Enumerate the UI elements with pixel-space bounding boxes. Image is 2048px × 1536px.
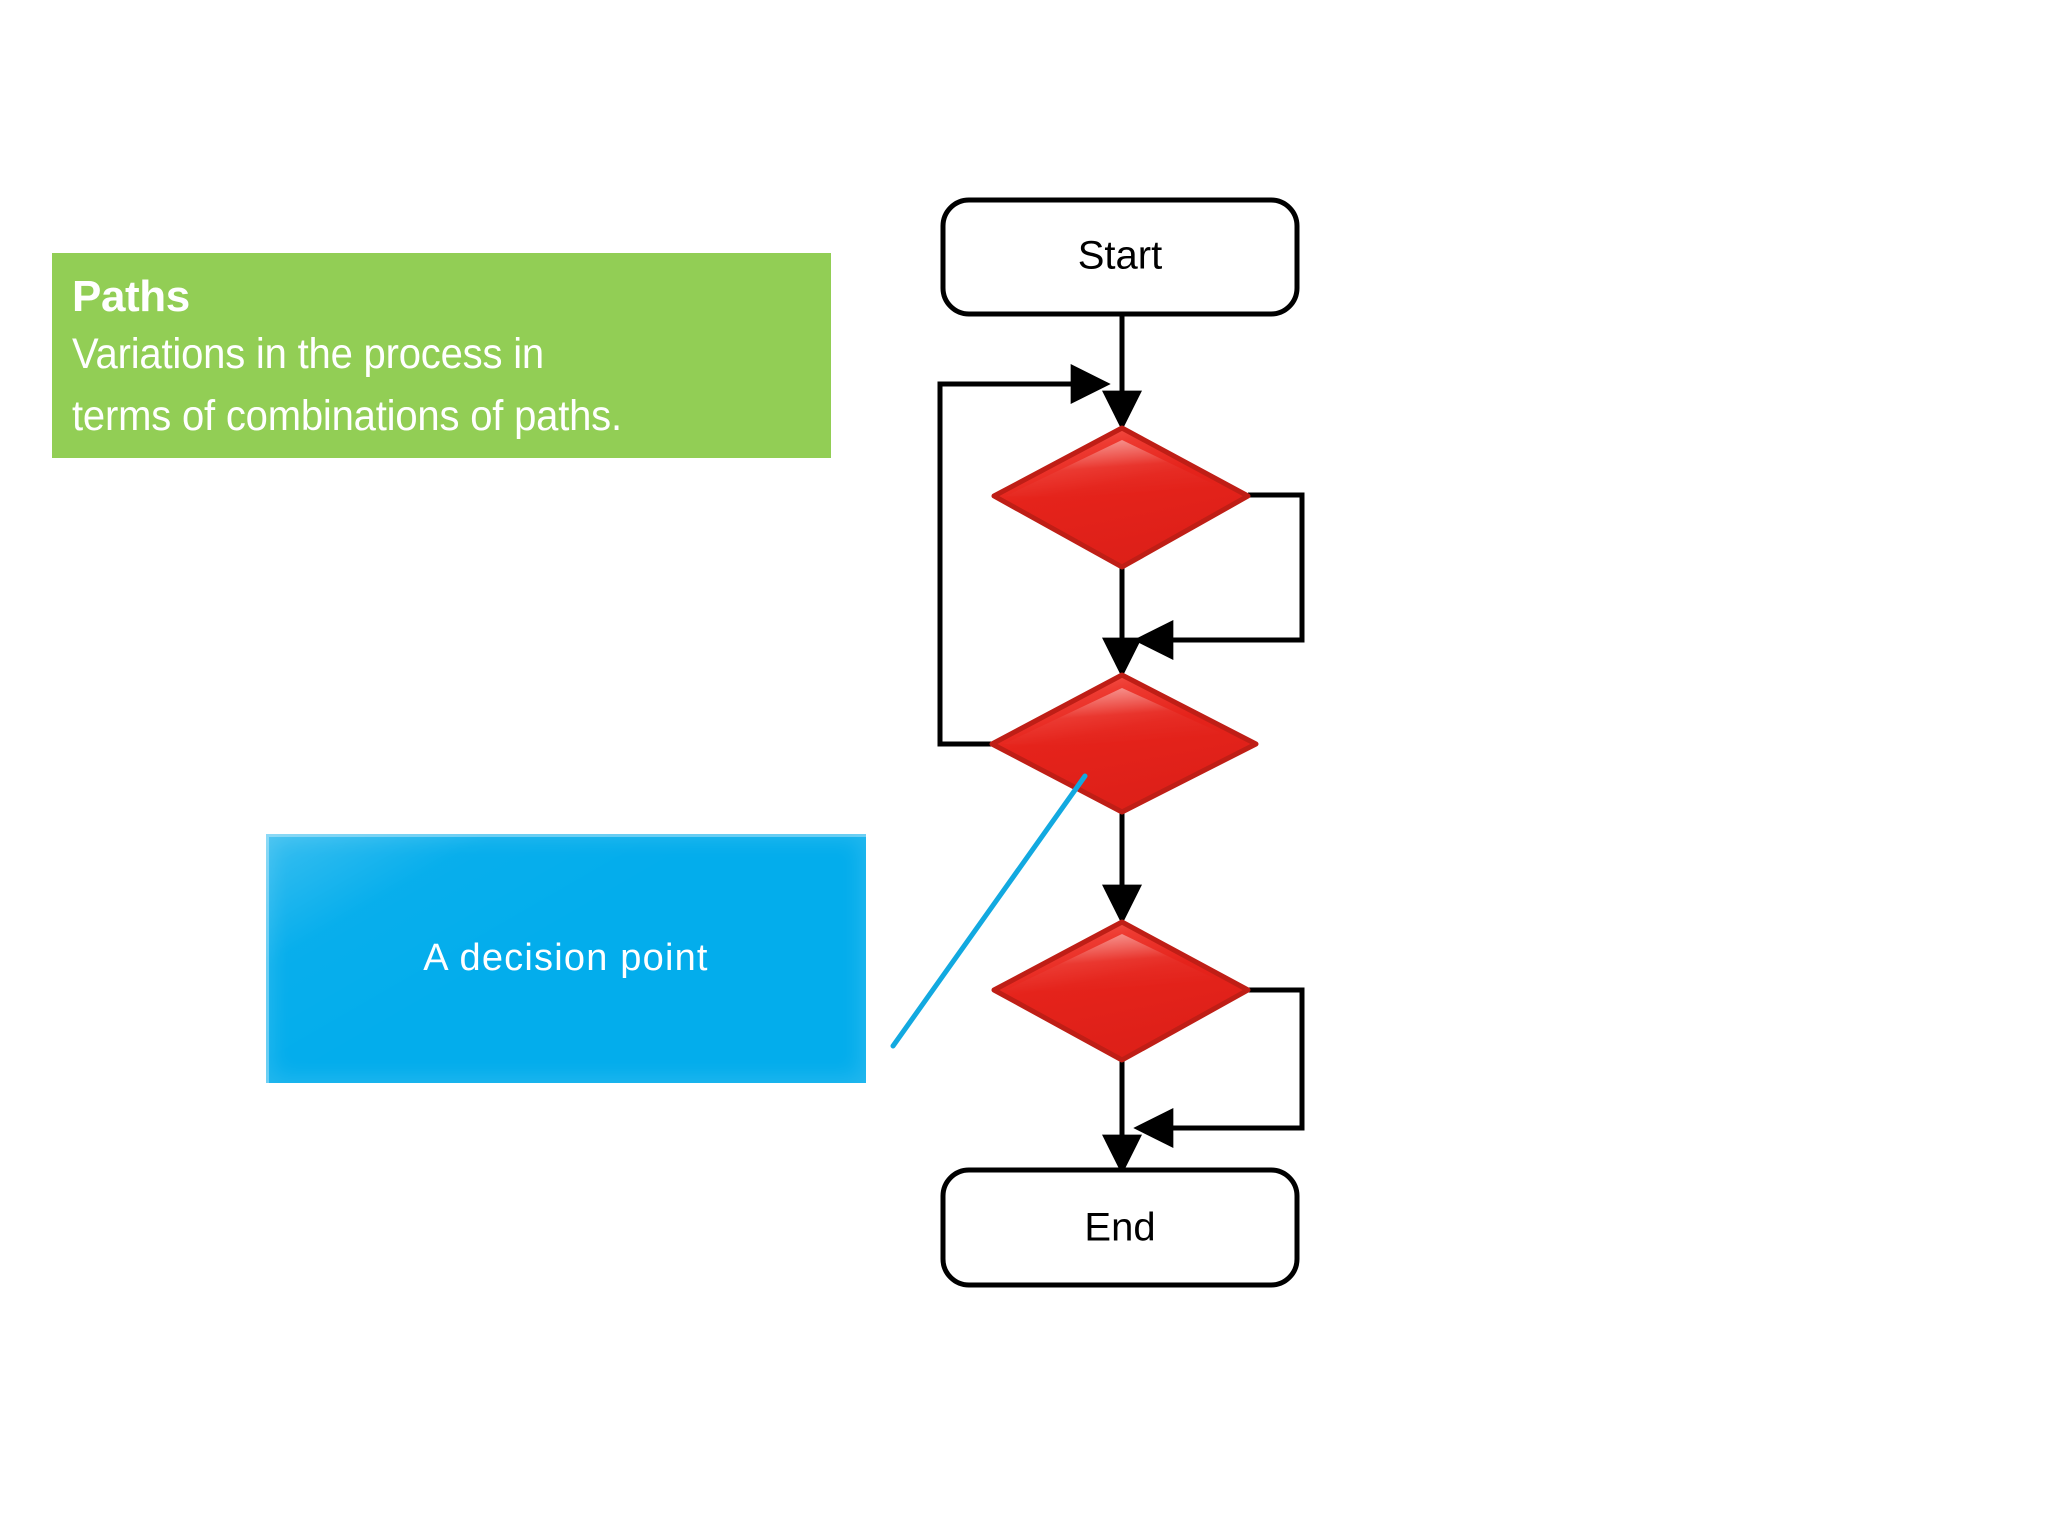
- flow-node-decision-1[interactable]: [991, 425, 1251, 570]
- loop-connector-decision-2-left: [937, 364, 1111, 747]
- paths-callout-body-line-2: terms of combinations of paths.: [72, 392, 622, 440]
- loop-connector-decision-3-right: [1133, 987, 1305, 1148]
- flow-connectors: [937, 314, 1305, 1175]
- decision-2-highlight: [1004, 688, 1245, 746]
- decision-3-highlight: [1006, 934, 1238, 992]
- decision-point-callout-label: A decision point: [423, 937, 709, 979]
- paths-callout-body-line-1: Variations in the process in: [72, 330, 544, 378]
- decision-point-leader-line: [890, 773, 1088, 1049]
- flow-node-start[interactable]: Start: [940, 197, 1300, 317]
- paths-callout-title: Paths: [72, 272, 190, 321]
- decision-point-callout: A decision point: [266, 834, 866, 1083]
- flow-node-decision-3[interactable]: [991, 919, 1251, 1063]
- paths-callout: Paths Variations in the process in terms…: [52, 253, 831, 458]
- start-label: Start: [1078, 234, 1162, 278]
- end-shape: [940, 1167, 1300, 1288]
- loop-connector-decision-1-right: [1133, 492, 1305, 660]
- end-label: End: [1084, 1206, 1155, 1250]
- start-shape: [940, 197, 1300, 317]
- flow-node-end[interactable]: End: [940, 1167, 1300, 1288]
- decision-1-highlight: [1006, 440, 1238, 498]
- flow-node-decision-2[interactable]: [989, 672, 1259, 815]
